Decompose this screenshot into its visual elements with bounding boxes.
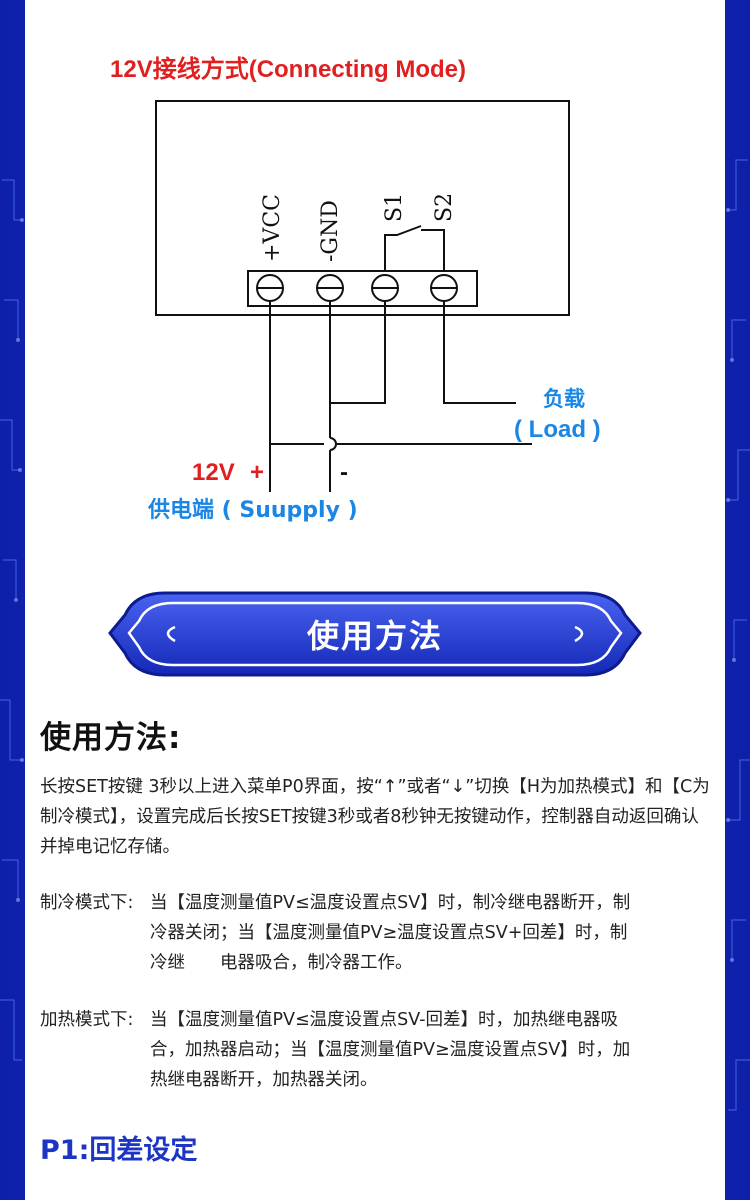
terminal-label-s1: S1 — [382, 193, 407, 222]
heating-mode-line: 热继电器断开，加热器关闭。 — [150, 1070, 378, 1090]
heating-mode-section: 加热模式下: 当【温度测量值PV≤温度设置点SV-回差】时，加热继电器吸 合，加… — [40, 1005, 715, 1095]
banner-title: 使用方法 — [306, 617, 443, 655]
usage-intro: 长按SET按键 3秒以上进入菜单P0界面，按“↑”或者“↓”切换【H为加热模式】… — [40, 777, 710, 857]
terminal-screw-gnd — [316, 274, 344, 302]
content-panel: 12V接线方式(Connecting Mode) +VCC -GND S1 S2 — [25, 0, 725, 1200]
terminal-label-s2: S2 — [432, 193, 457, 222]
relay-switch — [384, 225, 445, 270]
cooling-mode-text: 当【温度测量值PV≤温度设置点SV】时，制冷继电器断开，制 冷器关闭；当【温度测… — [150, 888, 715, 978]
supply-minus: - — [340, 459, 348, 486]
cooling-mode-line: 冷器关闭；当【温度测量值PV≥温度设置点SV+回差】时，制 — [150, 923, 628, 943]
heating-mode-line: 当【温度测量值PV≤温度设置点SV-回差】时，加热继电器吸 — [150, 1010, 619, 1030]
heating-mode-label: 加热模式下: — [40, 1010, 134, 1030]
load-label-en: ( Load ) — [514, 416, 601, 443]
terminal-screw-s2 — [430, 274, 458, 302]
supply-label: 供电端 ( Suupply ) — [147, 497, 358, 523]
terminal-screw-s1 — [371, 274, 399, 302]
wires — [269, 301, 532, 492]
cooling-mode-line: 当【温度测量值PV≤温度设置点SV】时，制冷继电器断开，制 — [150, 893, 631, 913]
terminal-label-vcc: +VCC — [260, 194, 285, 262]
supply-voltage: 12V — [192, 459, 235, 486]
p1-heading: P1:回差设定 — [40, 1135, 198, 1166]
cooling-mode-label: 制冷模式下: — [40, 893, 134, 913]
cooling-mode-line: 冷继 电器吸合，制冷器工作。 — [150, 953, 413, 973]
wiring-diagram: 12V接线方式(Connecting Mode) +VCC -GND S1 S2 — [110, 55, 601, 523]
heating-mode-line: 合，加热器启动；当【温度测量值PV≥温度设置点SV】时，加 — [150, 1040, 631, 1060]
section-banner: 使用方法 — [108, 591, 642, 677]
usage-heading: 使用方法: — [40, 720, 182, 756]
terminal-screw-vcc — [256, 274, 284, 302]
cooling-mode-section: 制冷模式下: 当【温度测量值PV≤温度设置点SV】时，制冷继电器断开，制 冷器关… — [40, 888, 715, 978]
load-label-cn: 负载 — [543, 387, 585, 411]
supply-plus: + — [250, 459, 264, 486]
diagram-title: 12V接线方式(Connecting Mode) — [110, 55, 466, 83]
terminal-label-gnd: -GND — [318, 200, 343, 262]
heating-mode-text: 当【温度测量值PV≤温度设置点SV-回差】时，加热继电器吸 合，加热器启动；当【… — [150, 1005, 715, 1095]
